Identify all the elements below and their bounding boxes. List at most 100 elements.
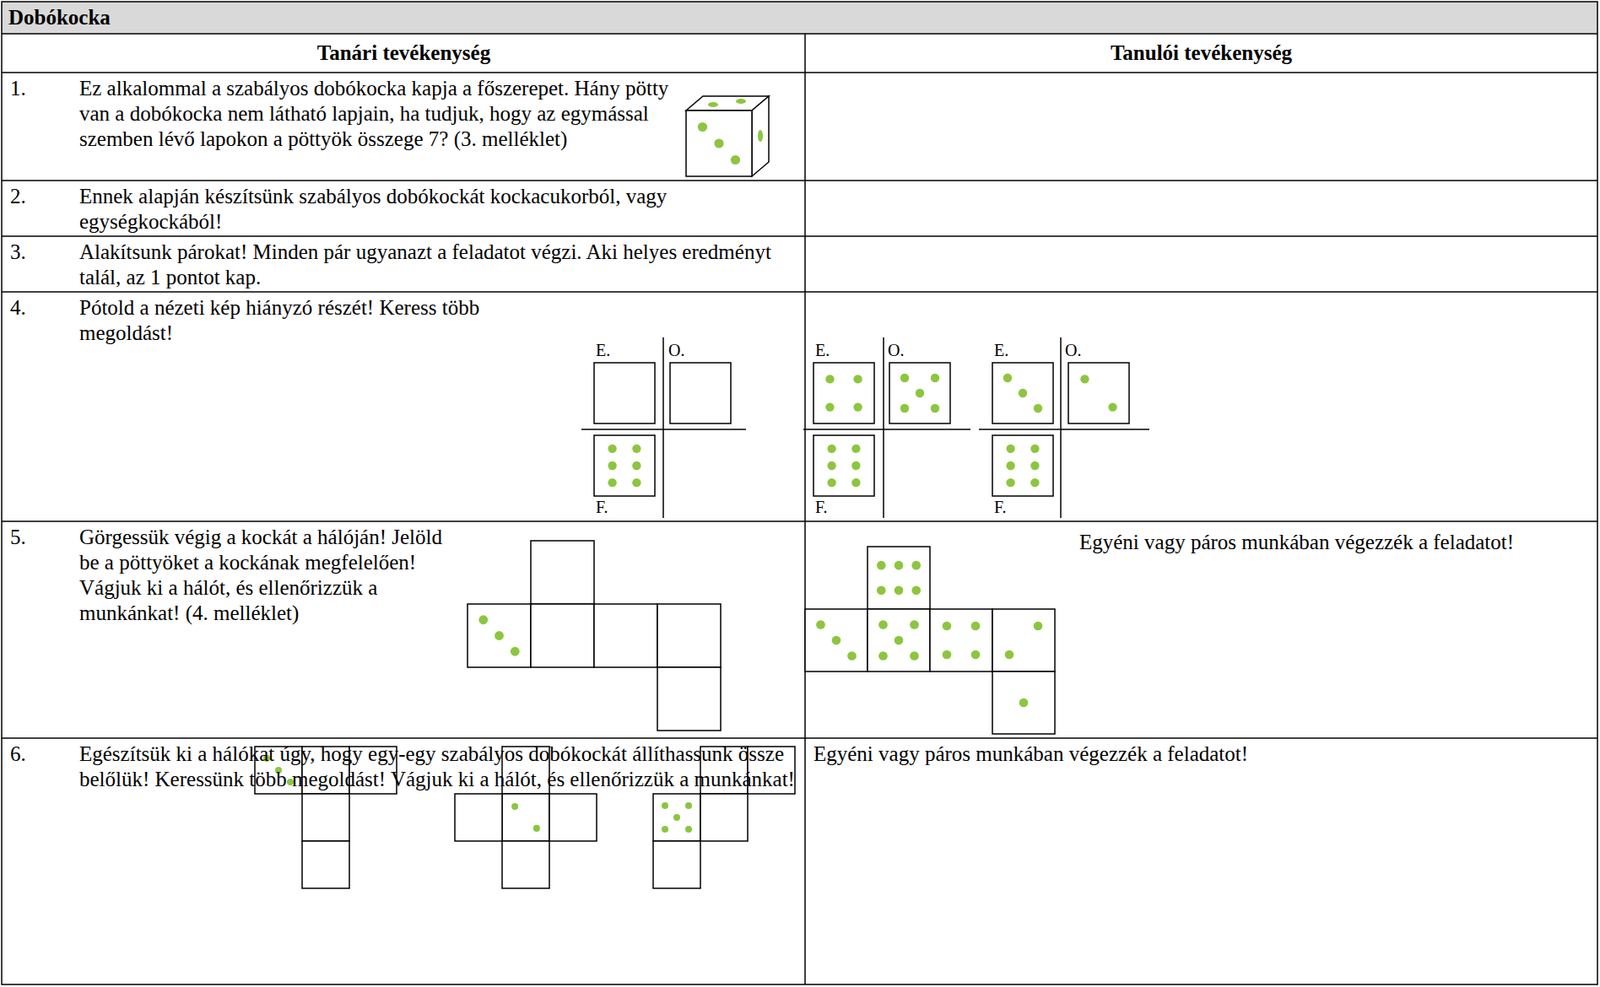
cell-text: Pótold a nézeti kép hiányzó részét! Kere… [79, 295, 552, 346]
pip [708, 102, 719, 108]
pip [1018, 389, 1028, 398]
task-cell: 2.Ennek alapján készítsünk szabályos dob… [10, 183, 789, 235]
pip [494, 631, 504, 641]
die-face [700, 794, 748, 842]
pip [930, 373, 940, 383]
pip [876, 585, 887, 595]
face-square [302, 841, 350, 889]
view-label: F. [994, 497, 1007, 517]
die-face [594, 362, 655, 424]
pip [825, 374, 834, 384]
face-square [992, 362, 1054, 424]
view-axis [882, 337, 885, 519]
task-cell: 3.Alakítsunk párokat! Minden pár ugyanaz… [10, 239, 789, 291]
pip [909, 620, 919, 630]
pip [909, 651, 919, 661]
face-square [992, 609, 1055, 672]
face-square [653, 841, 701, 889]
table-rule [1, 291, 1598, 293]
face-square [992, 671, 1055, 735]
pip [1033, 404, 1043, 413]
pip [915, 389, 925, 398]
view-label: E. [595, 340, 611, 360]
pip [632, 461, 641, 471]
die-face [929, 609, 993, 672]
table-rule [1, 737, 1598, 740]
die-face [594, 435, 655, 497]
pip [827, 461, 836, 471]
die-face [992, 362, 1054, 424]
die-face [302, 841, 350, 889]
table-rule [1, 71, 1598, 74]
face-square [992, 435, 1054, 497]
face-square [502, 794, 550, 842]
pip [853, 402, 862, 411]
view-axis [662, 337, 665, 519]
pip [673, 814, 681, 822]
cube-side [751, 96, 769, 177]
wrap-spacer [253, 792, 802, 943]
face-square [467, 604, 531, 668]
die-face [813, 362, 875, 424]
face-square [530, 540, 595, 605]
die-face [992, 435, 1054, 497]
face-square [700, 794, 748, 842]
task-cell: 6.Egészítsük ki a hálókat úgy, hogy egy-… [10, 741, 802, 943]
die-face [657, 667, 721, 731]
face-square [657, 667, 721, 731]
cell-text: Egészítsük ki a hálókat úgy, hogy egy-eg… [79, 741, 802, 793]
pip [632, 478, 641, 487]
pip [1080, 374, 1089, 384]
title-band [1, 1, 1598, 34]
view-label: F. [815, 497, 828, 517]
pip [685, 802, 692, 810]
face-square [867, 546, 930, 610]
pip [661, 826, 669, 833]
table-rule [1, 520, 1598, 523]
face-square [530, 604, 595, 668]
pip [851, 461, 860, 471]
face-square [657, 604, 721, 668]
pip [632, 444, 641, 454]
pip [878, 620, 888, 630]
pip [1005, 444, 1015, 454]
pip [853, 374, 862, 384]
cell-text: Egyéni vagy páros munkában végezzék a fe… [1079, 529, 1578, 556]
die-face [867, 609, 930, 672]
die-face [454, 794, 503, 842]
pip [827, 478, 836, 487]
die-face [1068, 362, 1130, 424]
face-square [594, 435, 655, 497]
row-number: 1. [10, 75, 27, 102]
die-face [805, 609, 868, 672]
pip [607, 461, 617, 471]
pip [685, 826, 692, 833]
task-cell: 5.Görgessük végig a kockát a hálóján! Je… [10, 524, 443, 627]
cell-text: Ennek alapján készítsünk szabályos dobók… [79, 183, 789, 235]
pip [607, 478, 617, 487]
table-rule [1, 179, 1598, 182]
table-title: Dobókocka [8, 5, 111, 31]
die-face [813, 435, 875, 497]
view-label: E. [815, 340, 830, 360]
cell-text: Alakítsunk párokat! Minden pár ugyanazt … [79, 239, 789, 291]
pip [1003, 373, 1012, 383]
pip [816, 620, 826, 630]
pip [1005, 478, 1015, 487]
die-face [530, 540, 595, 605]
pip [1033, 621, 1044, 632]
view-axis [803, 428, 971, 431]
pip [510, 647, 520, 657]
pip [911, 561, 921, 571]
pip [930, 404, 940, 413]
pip [1030, 461, 1039, 471]
pip [1108, 402, 1117, 411]
pip [942, 621, 952, 632]
die-face [657, 604, 721, 668]
die-face [502, 841, 550, 889]
face-square [929, 609, 993, 672]
die-face [867, 546, 930, 610]
die-face [467, 604, 531, 668]
face-square [813, 362, 875, 424]
